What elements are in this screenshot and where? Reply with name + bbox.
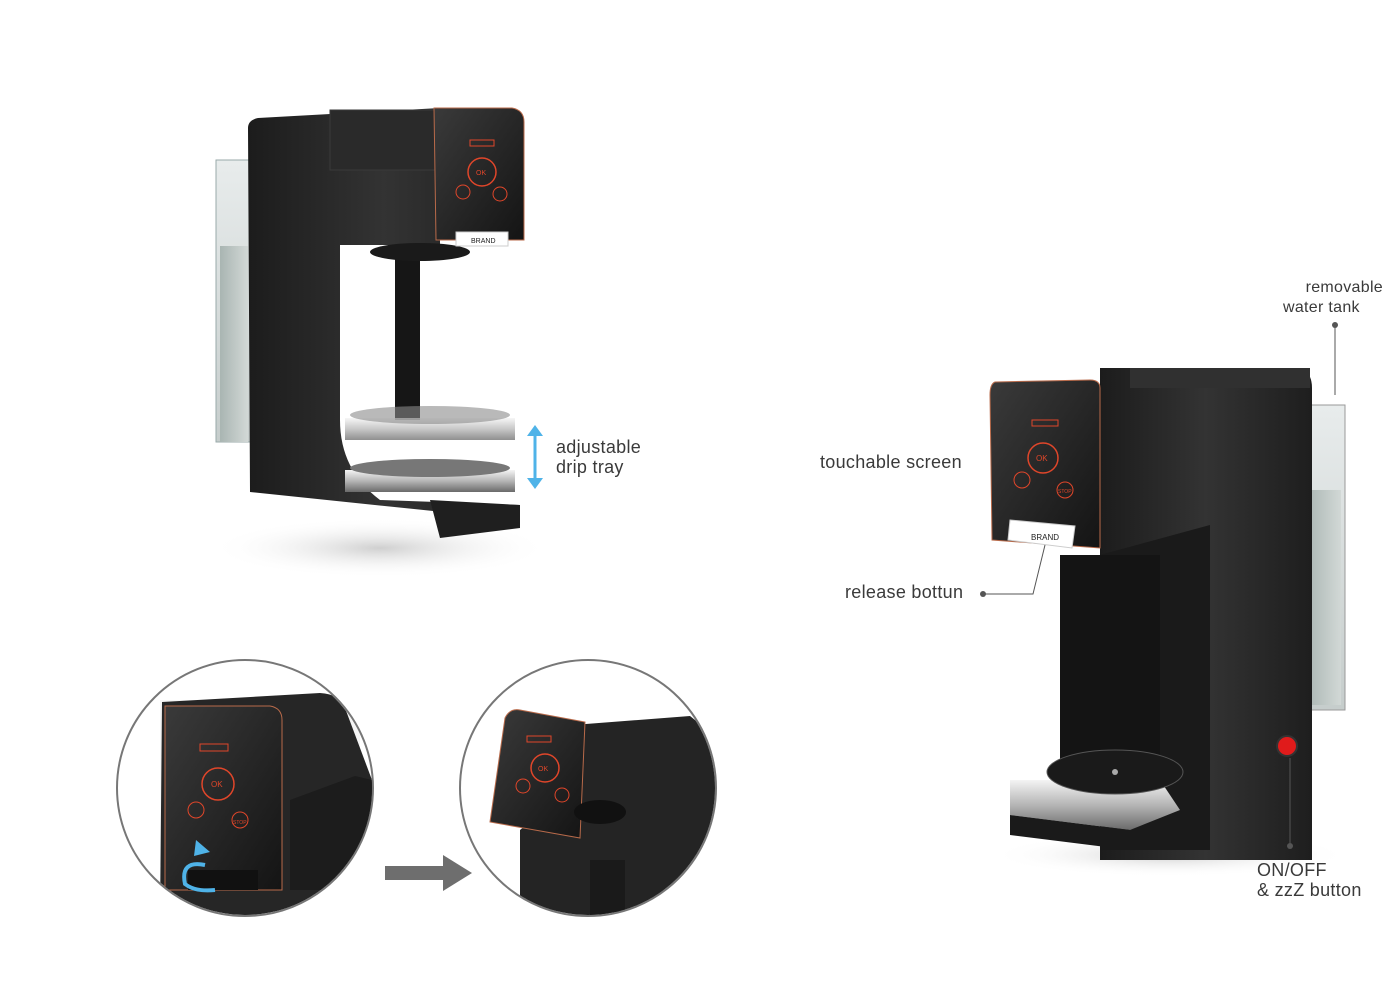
release-callout-dot	[980, 591, 986, 597]
onoff-label-line2: & zzZ button	[1257, 880, 1362, 900]
machine1-touch-screen	[433, 107, 525, 247]
detail1-ok-label: OK	[211, 780, 223, 789]
water-tank-label-line1: removable	[1305, 279, 1383, 296]
adjustable-label-line1: adjustable	[556, 437, 642, 457]
machine1-drip-tray-upper	[345, 406, 515, 440]
machine2-stop-label: STOP	[1058, 489, 1072, 495]
machine1-ok-label: OK	[476, 170, 486, 177]
water-tank-label-line2: water tank	[1283, 299, 1360, 316]
transition-arrow-icon	[385, 855, 472, 891]
machine1-brand-label: BRAND	[471, 238, 496, 245]
machine1-body	[248, 108, 520, 520]
detail1-stop-label: STOP	[233, 820, 247, 826]
machine2-brand-label: BRAND	[1031, 533, 1059, 542]
machine2-drip-tray	[1010, 749, 1184, 850]
water-tank-callout-dot	[1332, 322, 1338, 328]
adjustable-arrow-icon	[527, 425, 543, 489]
onoff-label-line1: ON/OFF	[1257, 860, 1327, 880]
detail2-ok-label: OK	[538, 766, 548, 773]
adjustable-label-line2: drip tray	[556, 457, 624, 477]
power-button-icon	[1276, 735, 1298, 757]
power-callout-dot	[1287, 843, 1293, 849]
release-button-label: release bottun	[845, 582, 964, 602]
machine1-water-tank	[215, 159, 253, 443]
machine2-touch-screen	[989, 379, 1101, 549]
touchable-screen-label: touchable screen	[820, 452, 962, 472]
detail-circle-closed	[116, 659, 374, 917]
detail-circle-open	[459, 659, 717, 917]
machine1-drip-tray-lower	[345, 459, 520, 538]
machine2-ok-label: OK	[1036, 454, 1048, 463]
callout-lines	[983, 325, 1336, 846]
